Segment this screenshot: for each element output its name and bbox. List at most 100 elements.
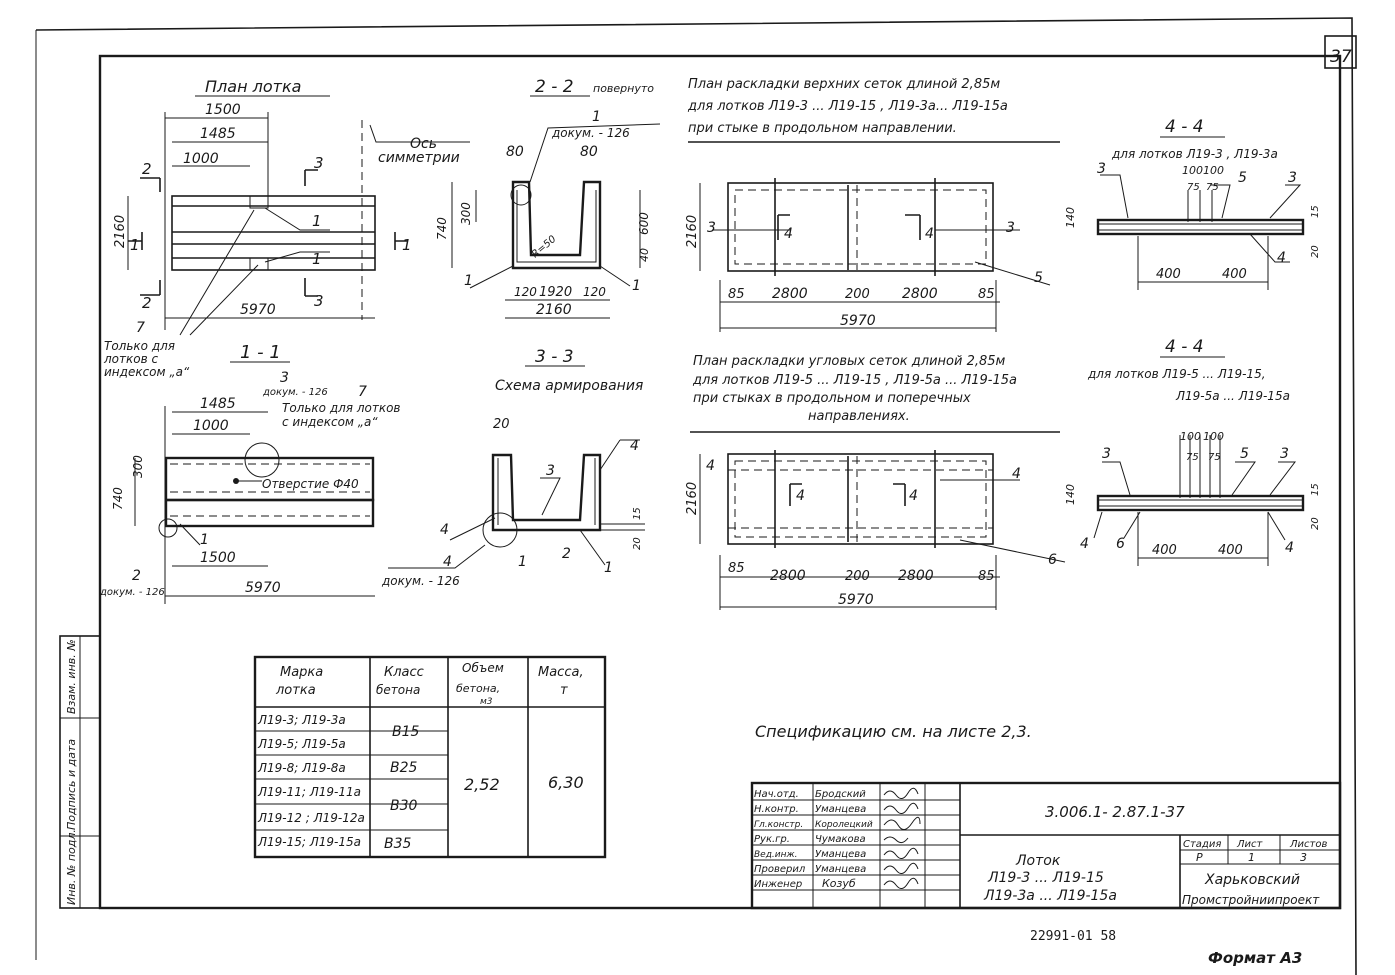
plan-top-dim-200: 200 xyxy=(845,287,870,302)
sec22-dim-2160: 2160 xyxy=(536,302,572,318)
plan-corner-dim-2800b: 2800 xyxy=(898,568,934,584)
title-line-2: Л19-3 ... Л19-15 xyxy=(987,870,1104,886)
sec33-1a: 1 xyxy=(518,554,527,570)
sec11-ref: докум. - 126 xyxy=(262,387,328,398)
plan-top-dim-5970: 5970 xyxy=(840,313,876,329)
plan-top-dim-2800a: 2800 xyxy=(772,286,808,302)
sec33-1b: 1 xyxy=(604,560,613,576)
sec33-title: 3 - 3 xyxy=(535,347,574,367)
plan-corner-title-3: при стыках в продольном и поперечных xyxy=(693,391,971,406)
spec-note: Спецификацию см. на листе 2,3. xyxy=(755,722,1032,741)
corner-sheet-number: 37 xyxy=(1330,47,1352,67)
sec44b-dim-140: 140 xyxy=(1064,484,1077,505)
title-line-3: Л19-3а ... Л19-15а xyxy=(983,888,1117,904)
plan-dim-5970: 5970 xyxy=(240,302,276,318)
plan-mark-2-bottom: 2 xyxy=(142,294,152,312)
sec11-dim-1485: 1485 xyxy=(200,396,236,412)
sec11-ref-num: 3 xyxy=(280,370,289,386)
plan-mark-3-bottom: 3 xyxy=(314,292,324,310)
sec44b-subtitle-1: для лотков Л19-5 ... Л19-15, xyxy=(1087,367,1266,381)
plan-corner-4-mid-b: 4 xyxy=(909,488,918,504)
plan-dim-1000: 1000 xyxy=(183,151,219,167)
sec44a-3-left: 3 xyxy=(1097,161,1106,177)
plan-mark-3-top: 3 xyxy=(314,154,324,172)
sec22-dim-1920: 1920 xyxy=(539,285,572,300)
plan-corner-dim-5970: 5970 xyxy=(838,592,874,608)
bottom-code: 22991-01 58 xyxy=(1030,929,1116,944)
sec44b-subtitle-2: Л19-5а ... Л19-15а xyxy=(1175,389,1290,403)
name-5: Уманцева xyxy=(815,849,866,860)
title-line-1: Лоток xyxy=(1015,853,1061,869)
row6-mark: Л19-15; Л19-15а xyxy=(257,835,361,849)
row5-class: В30 xyxy=(390,798,418,814)
sec11-dim-740: 740 xyxy=(111,487,125,510)
sec22-dim-80b: 80 xyxy=(580,144,598,160)
plan-mark-1-left: 1 xyxy=(130,236,140,254)
side-stamp-inv: Инв. № подл. xyxy=(65,829,78,905)
sec22-dim-r50: R=50 xyxy=(530,234,559,260)
volume-value: 2,52 xyxy=(464,775,500,794)
role-4: Рук.гр. xyxy=(754,834,790,845)
stage-label: Стадия xyxy=(1183,839,1221,850)
org-line-2: Промстройниипроект xyxy=(1182,893,1320,907)
plan-mark-1-right: 1 xyxy=(402,236,412,254)
sec11-leader-1: 1 xyxy=(200,532,209,548)
plan-leader-1a: 1 xyxy=(312,212,322,230)
sec33-4-bottom: 4 xyxy=(443,554,452,570)
row6-class: В35 xyxy=(384,836,412,852)
sec44b-dim-100b: 100 xyxy=(1203,430,1224,443)
role-1: Нач.отд. xyxy=(754,789,799,800)
plan-title: План лотка xyxy=(205,77,301,96)
stage-value: Р xyxy=(1196,851,1203,864)
sec22-dim-740: 740 xyxy=(435,217,449,240)
sec22-leader-1b: 1 xyxy=(632,278,641,294)
sec33-4-top: 4 xyxy=(630,438,639,454)
plan-corner-6: 6 xyxy=(1048,552,1057,568)
name-2: Уманцева xyxy=(815,804,866,815)
plan-corner-dim-85a: 85 xyxy=(728,561,745,576)
plan-top-5: 5 xyxy=(1034,270,1043,286)
th-mass-2: т xyxy=(560,683,568,698)
sec44b-title: 4 - 4 xyxy=(1165,337,1204,357)
plan-corner-4-left: 4 xyxy=(706,458,715,474)
sec11-hole: Отверстие Ф40 xyxy=(262,477,359,491)
th-mass-1: Масса, xyxy=(538,665,584,680)
sec44a-title: 4 - 4 xyxy=(1165,117,1204,137)
sec22-dim-80a: 80 xyxy=(506,144,524,160)
sec44b-3-right: 3 xyxy=(1280,446,1289,462)
sec33-subtitle: Схема армирования xyxy=(495,378,643,394)
mass-value: 6,30 xyxy=(548,773,584,792)
sec44b-4-right: 4 xyxy=(1285,540,1294,556)
plan-top-dim-85b: 85 xyxy=(978,287,995,302)
sec44b-3-left: 3 xyxy=(1102,446,1111,462)
sheet-value: 1 xyxy=(1248,851,1255,864)
sec44b-4-left: 4 xyxy=(1080,536,1089,552)
section-4-4-a: 4 - 4 для лотков Л19-3 , Л19-3а 100 100 … xyxy=(1064,117,1321,290)
sec44a-dim-100a: 100 xyxy=(1182,164,1203,177)
sec44a-3-right: 3 xyxy=(1288,170,1297,186)
sec33-4-left: 4 xyxy=(440,522,449,538)
role-7: Инженер xyxy=(754,879,802,890)
row3-class: В25 xyxy=(390,760,418,776)
axis-label-1: Ось xyxy=(410,136,437,152)
plan-top-4-left: 4 xyxy=(784,226,793,242)
sec44b-dim-20: 20 xyxy=(1310,517,1321,530)
sec44b-dim-400a: 400 xyxy=(1152,543,1177,558)
plan-top-dim-85a: 85 xyxy=(728,287,745,302)
sec11-ref2: докум. - 126 xyxy=(99,587,165,598)
plan-mark-2-top: 2 xyxy=(142,160,152,178)
plan-dim-1485: 1485 xyxy=(200,126,236,142)
plan-corner-title-1: План раскладки угловых сеток длиной 2,85… xyxy=(693,354,1006,369)
plan-leader-7: 7 xyxy=(136,320,145,336)
sec11-title: 1 - 1 xyxy=(240,342,281,363)
axis-label-2: симметрии xyxy=(378,150,460,166)
row2-mark: Л19-5; Л19-5а xyxy=(257,737,346,751)
plan-dim-2160: 2160 xyxy=(113,215,128,248)
sec44a-dim-140: 140 xyxy=(1064,207,1077,228)
plan-top-title-3: при стыке в продольном направлении. xyxy=(688,121,957,136)
sec22-dim-120b: 120 xyxy=(583,285,606,299)
th-vol-2: бетона, xyxy=(456,682,500,695)
plan-top-dim-2800b: 2800 xyxy=(902,286,938,302)
side-stamp-replace: Взам. инв. № xyxy=(65,639,78,714)
